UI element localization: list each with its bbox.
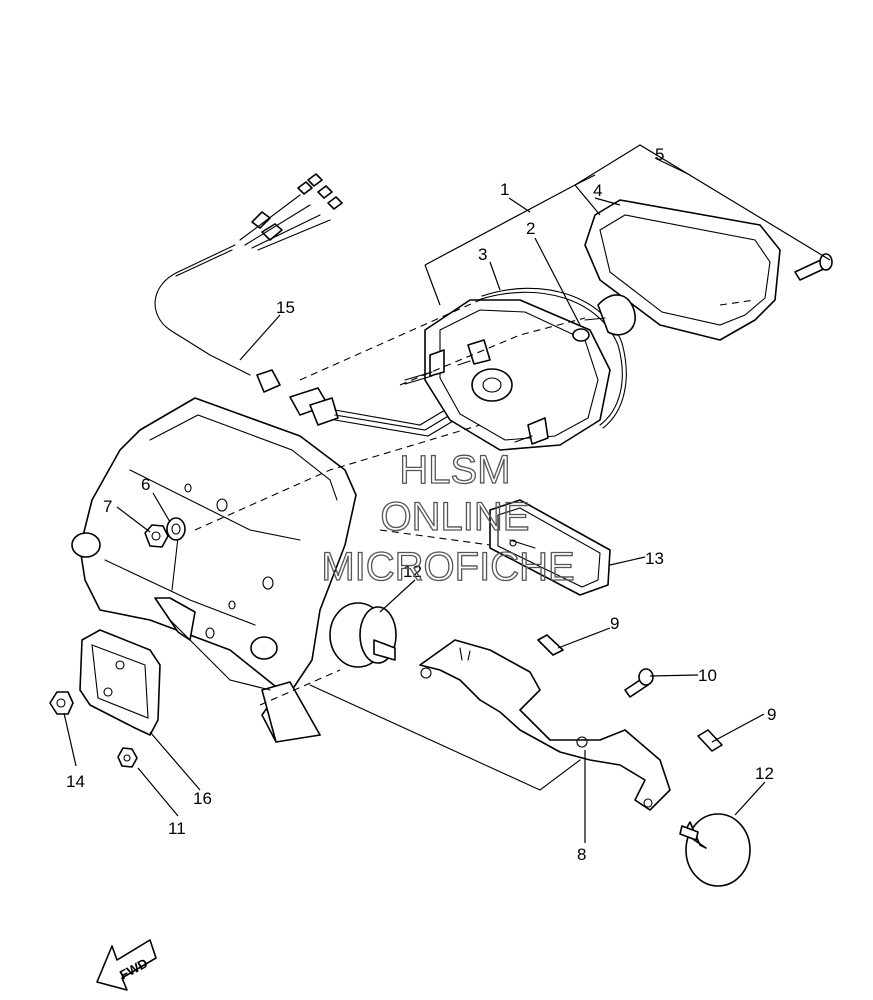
nut-part-7 bbox=[144, 524, 169, 548]
callout-9-lower: 9 bbox=[767, 705, 776, 724]
callout-10: 10 bbox=[698, 666, 717, 685]
screw-part-5 bbox=[794, 253, 833, 281]
callout-13: 13 bbox=[645, 549, 664, 568]
washer-part-6 bbox=[166, 517, 186, 541]
lens-part-4 bbox=[584, 199, 781, 341]
callout-7: 7 bbox=[103, 497, 112, 516]
watermark-line-1: HLSM bbox=[399, 448, 510, 492]
tail-light-body-part-3 bbox=[404, 287, 627, 451]
callout-5: 5 bbox=[655, 145, 664, 164]
license-light-part-13 bbox=[489, 499, 611, 596]
grommet-part-12-right bbox=[679, 813, 751, 887]
bracket-part-8 bbox=[419, 639, 671, 811]
fwd-arrow-icon: FWD bbox=[96, 939, 157, 991]
callout-6: 6 bbox=[141, 475, 150, 494]
assembly-lines bbox=[169, 299, 586, 791]
pad-part-9-upper bbox=[537, 634, 564, 656]
callout-11: 11 bbox=[168, 819, 186, 838]
nut-part-11 bbox=[117, 747, 138, 768]
callouts: 1 2 3 4 5 6 7 8 9 9 10 11 12 12 13 14 15… bbox=[66, 145, 776, 864]
callout-4: 4 bbox=[593, 181, 602, 200]
callout-15: 15 bbox=[276, 298, 295, 317]
callout-14: 14 bbox=[66, 772, 85, 791]
callout-1: 1 bbox=[500, 180, 509, 199]
wire-harness-part-15 bbox=[154, 173, 481, 437]
callout-12-right: 12 bbox=[755, 764, 774, 783]
watermark-line-2: ONLINE bbox=[381, 495, 530, 539]
callout-9-upper: 9 bbox=[610, 614, 619, 633]
rear-fender bbox=[71, 397, 357, 743]
callout-2: 2 bbox=[526, 219, 535, 238]
bolt-part-10 bbox=[624, 668, 654, 698]
group-brackets bbox=[424, 144, 831, 306]
callout-3: 3 bbox=[478, 245, 487, 264]
grommet-part-12-left bbox=[329, 602, 397, 668]
pad-part-9-lower bbox=[697, 729, 723, 752]
leader-lines bbox=[63, 157, 766, 843]
watermark-line-3: MICROFICHE bbox=[321, 545, 574, 589]
license-bracket-part-16 bbox=[79, 629, 161, 736]
watermark: HLSM ONLINE MICROFICHE bbox=[321, 447, 576, 589]
callout-8: 8 bbox=[577, 845, 586, 864]
callout-12-left: 12 bbox=[403, 562, 422, 581]
nut-part-14 bbox=[49, 691, 74, 715]
callout-16: 16 bbox=[193, 789, 212, 808]
